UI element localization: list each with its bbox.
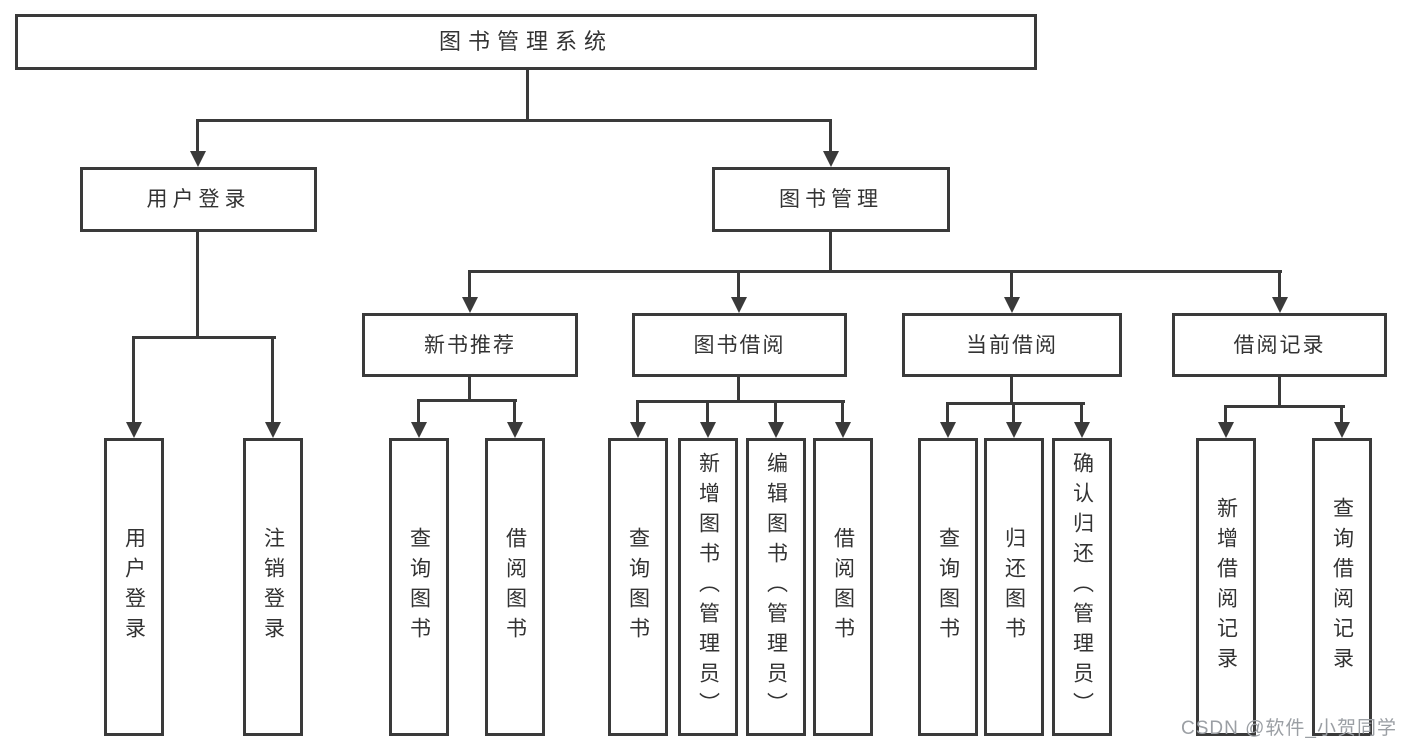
node-label: 注销登录 [261, 527, 285, 647]
connector-line [1010, 270, 1013, 299]
node-label: 查询借阅记录 [1330, 497, 1354, 677]
arrow-down-icon [731, 297, 747, 313]
node-label: 编辑图书（管理员） [764, 452, 788, 722]
node-label: 新增图书（管理员） [696, 452, 720, 722]
connector-line [1340, 405, 1343, 424]
arrow-down-icon [700, 422, 716, 438]
arrow-down-icon [411, 422, 427, 438]
connector-line [468, 270, 471, 299]
connector-line [829, 119, 832, 152]
node-label: 图书借阅 [693, 333, 786, 357]
arrow-down-icon [126, 422, 142, 438]
node-label: 新增借阅记录 [1214, 497, 1238, 677]
connector-line [636, 400, 639, 424]
node-current-borrow: 当前借阅 [902, 313, 1122, 377]
connector-line [468, 377, 471, 402]
connector-line [774, 400, 777, 424]
connector-line [1278, 377, 1281, 408]
watermark: CSDN @软件_小贺同学 [1181, 718, 1397, 739]
arrow-down-icon [1218, 422, 1234, 438]
arrow-down-icon [835, 422, 851, 438]
connector-line [706, 400, 709, 424]
node-label: 用户登录 [122, 527, 146, 647]
node-label: 查询图书 [936, 527, 960, 647]
arrow-down-icon [940, 422, 956, 438]
node-label: 新书推荐 [424, 333, 516, 357]
connector-line [196, 232, 199, 339]
leaf-current-query-books: 查询图书 [918, 438, 978, 736]
node-label: 借阅记录 [1233, 333, 1326, 357]
connector-line [1224, 405, 1227, 424]
leaf-borrow-add-books-admin: 新增图书（管理员） [678, 438, 738, 736]
connector-line [417, 399, 517, 402]
connector-line [636, 400, 845, 403]
arrow-down-icon [507, 422, 523, 438]
arrow-down-icon [823, 151, 839, 167]
arrow-down-icon [1334, 422, 1350, 438]
node-root: 图书管理系统 [15, 14, 1037, 70]
node-label: 图书管理系统 [438, 29, 613, 54]
node-book-management: 图书管理 [712, 167, 950, 232]
node-user-login: 用户登录 [80, 167, 317, 232]
node-label: 借阅图书 [503, 527, 527, 647]
node-label: 查询图书 [626, 527, 650, 647]
arrow-down-icon [190, 151, 206, 167]
connector-line [737, 377, 740, 403]
arrow-down-icon [630, 422, 646, 438]
leaf-records-add-record: 新增借阅记录 [1196, 438, 1256, 736]
connector-line [132, 336, 276, 339]
leaf-logout: 注销登录 [243, 438, 303, 736]
connector-line [271, 336, 274, 424]
node-label: 用户登录 [146, 188, 251, 211]
leaf-user-login: 用户登录 [104, 438, 164, 736]
connector-line [829, 232, 832, 273]
leaf-borrow-borrow-books: 借阅图书 [813, 438, 873, 736]
connector-line [1010, 377, 1013, 405]
connector-line [1012, 402, 1015, 424]
connector-line [1224, 405, 1345, 408]
arrow-down-icon [1074, 422, 1090, 438]
leaf-recommend-query-books: 查询图书 [389, 438, 449, 736]
connector-line [737, 270, 740, 299]
connector-line [197, 119, 832, 122]
arrow-down-icon [462, 297, 478, 313]
node-book-borrow: 图书借阅 [632, 313, 847, 377]
connector-line [841, 400, 844, 424]
leaf-current-confirm-return-admin: 确认归还（管理员） [1052, 438, 1112, 736]
connector-line [513, 399, 516, 424]
node-borrow-records: 借阅记录 [1172, 313, 1387, 377]
node-label: 借阅图书 [831, 527, 855, 647]
connector-line [468, 270, 1282, 273]
node-label: 图书管理 [779, 188, 883, 211]
connector-line [132, 336, 135, 424]
connector-line [526, 70, 529, 122]
connector-line [417, 399, 420, 424]
connector-line [946, 402, 949, 424]
node-label: 确认归还（管理员） [1070, 452, 1094, 722]
leaf-records-query-record: 查询借阅记录 [1312, 438, 1372, 736]
connector-line [946, 402, 1085, 405]
arrow-down-icon [1272, 297, 1288, 313]
leaf-current-return-books: 归还图书 [984, 438, 1044, 736]
arrow-down-icon [1004, 297, 1020, 313]
node-label: 当前借阅 [966, 333, 1058, 357]
node-label: 查询图书 [407, 527, 431, 647]
leaf-recommend-borrow-books: 借阅图书 [485, 438, 545, 736]
arrow-down-icon [265, 422, 281, 438]
leaf-borrow-edit-books-admin: 编辑图书（管理员） [746, 438, 806, 736]
arrow-down-icon [768, 422, 784, 438]
node-label: 归还图书 [1002, 527, 1026, 647]
node-new-book-recommend: 新书推荐 [362, 313, 578, 377]
connector-line [1080, 402, 1083, 424]
arrow-down-icon [1006, 422, 1022, 438]
leaf-borrow-query-books: 查询图书 [608, 438, 668, 736]
connector-line [196, 119, 199, 152]
connector-line [1278, 270, 1281, 299]
